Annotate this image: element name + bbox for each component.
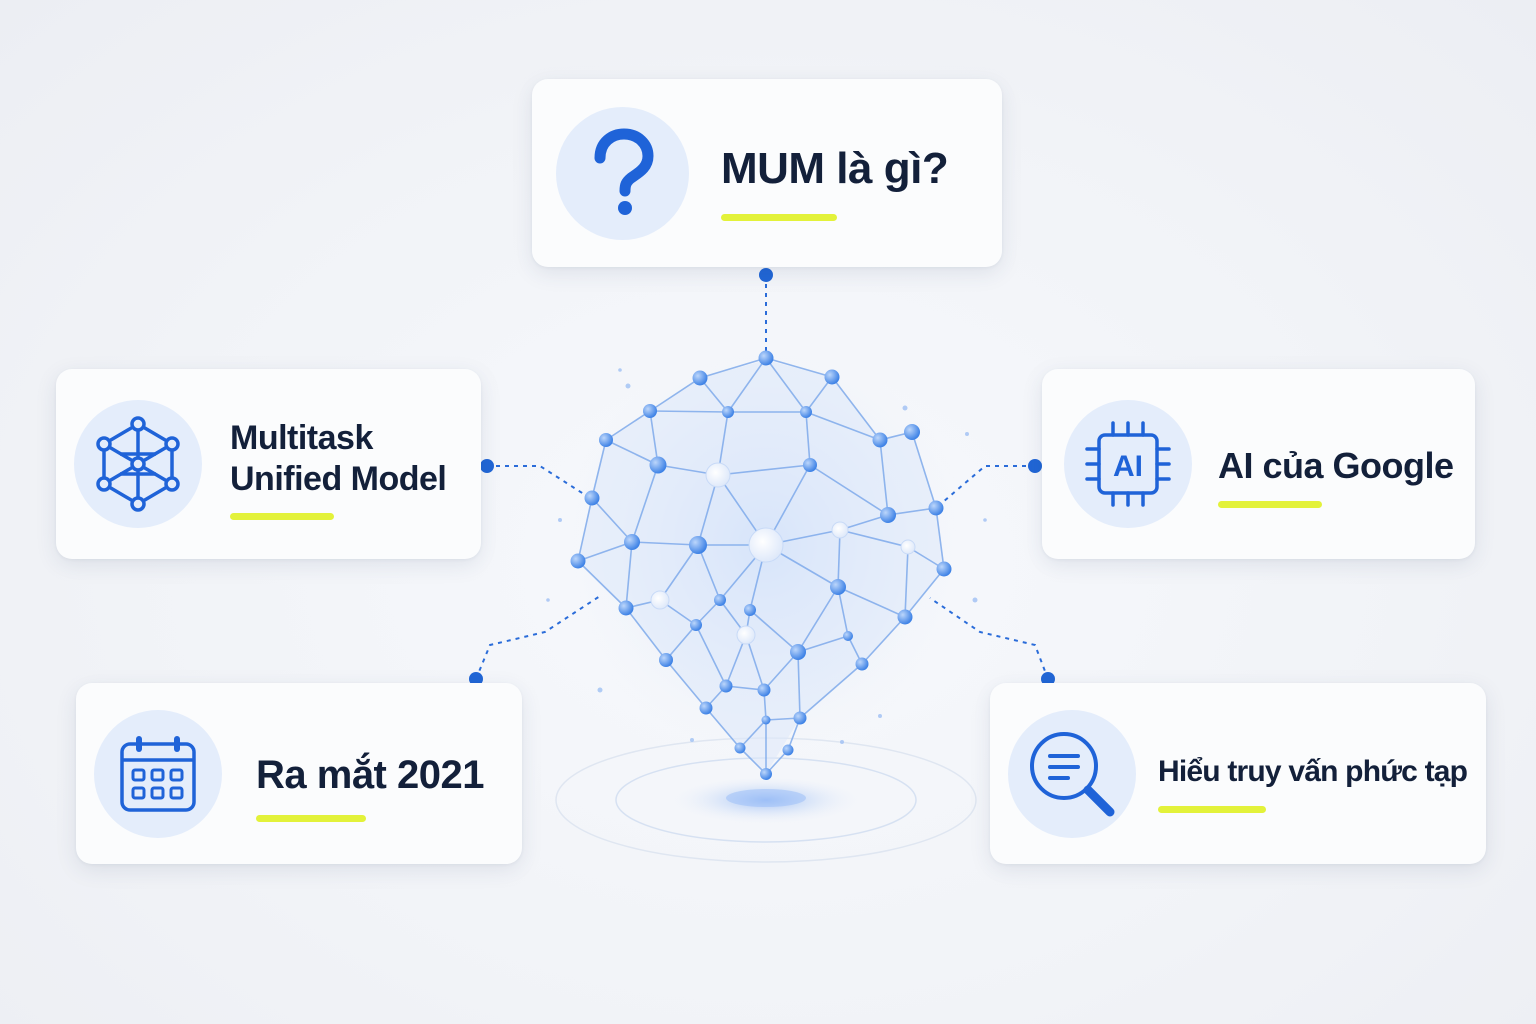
card-mum-label: MUM là gì? bbox=[721, 144, 949, 194]
calendar-icon bbox=[94, 709, 222, 838]
search-document-icon bbox=[1008, 709, 1136, 838]
card-complex-query-label: Hiểu truy vấn phức tạp bbox=[1158, 755, 1468, 788]
card-launch-label: Ra mắt 2021 bbox=[256, 753, 484, 797]
highlight-underline bbox=[230, 513, 334, 521]
card-mum-what-is: MUM là gì? bbox=[532, 79, 1002, 267]
card-launch-2021: Ra mắt 2021 bbox=[76, 683, 522, 864]
card-multitask-label-line1: Multitask bbox=[230, 418, 373, 457]
card-multitask-unified-model: Multitask Unified Model bbox=[56, 369, 481, 559]
card-ai-label: AI của Google bbox=[1218, 444, 1454, 486]
highlight-underline bbox=[1158, 806, 1266, 813]
ai-chip-text: AI bbox=[1113, 450, 1143, 483]
network-cube-icon bbox=[74, 400, 202, 528]
highlight-underline bbox=[1218, 501, 1322, 509]
card-multitask-label-line2: Unified Model bbox=[230, 459, 447, 498]
highlight-underline bbox=[256, 815, 366, 822]
card-complex-query: Hiểu truy vấn phức tạp bbox=[990, 683, 1486, 864]
question-mark-icon bbox=[556, 106, 689, 240]
ai-chip-icon: AI bbox=[1064, 400, 1192, 528]
highlight-underline bbox=[721, 213, 837, 221]
card-ai-google: AI AI của Google bbox=[1042, 369, 1475, 559]
